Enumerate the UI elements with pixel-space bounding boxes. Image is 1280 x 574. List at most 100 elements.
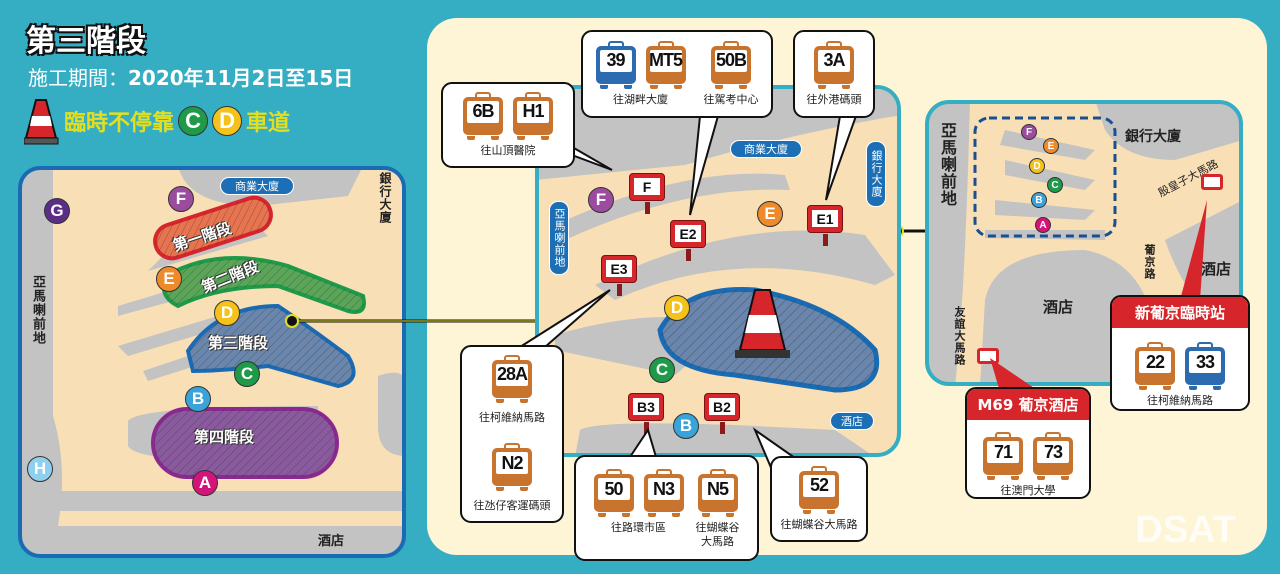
building-pill: 商業大廈 [220, 177, 294, 195]
bus-stop-e1[interactable]: E1 [807, 205, 843, 246]
lane-f: F [1021, 124, 1037, 140]
m69-stop-title: M69 葡京酒店 [967, 389, 1089, 420]
bus-icon: MT5 [645, 40, 686, 89]
lane-f: F [168, 186, 194, 212]
bus-icon: N5 [697, 469, 738, 517]
friendship-avenue-label: 友誼大馬路 [953, 306, 966, 366]
lane-e: E [757, 201, 783, 227]
left-map-roads [53, 170, 402, 526]
lane-d-badge: D [212, 106, 243, 136]
closure-notice: 臨時不停靠 C D 車道 [24, 96, 290, 146]
stop-label: B3 [633, 398, 659, 415]
lane-d: D [214, 300, 240, 326]
bus-icon: H1 [513, 91, 553, 140]
lane-c: C [234, 361, 260, 387]
traffic-cone-icon [735, 289, 790, 358]
callout-28a-n2: 28A 往柯維納馬路 N2 往氹仔客運碼頭 [460, 345, 564, 523]
stop-label: B2 [709, 398, 735, 415]
phase-3-label: 第三階段 [208, 334, 269, 352]
lane-d: D [1029, 158, 1045, 174]
callout-3a: 3A 往外港碼頭 [793, 30, 875, 118]
bus-icon: 28A [492, 354, 532, 403]
destination: 往柯維納馬路 [1147, 394, 1213, 407]
bus-icon: 3A [814, 40, 854, 89]
destination: 往外港碼頭 [806, 92, 862, 106]
bus-stop-marker[interactable] [977, 348, 999, 364]
period-label: 施工期間： [28, 66, 128, 90]
hotel-pill: 酒店 [830, 412, 874, 430]
right-map-roads [955, 104, 1239, 382]
right-location-map: 亞馬喇前地 銀行大廈 殷皇子大馬路 葡京路 酒店 酒店 友誼大馬路 F E D … [925, 100, 1243, 386]
bus-icon: N3 [643, 469, 684, 517]
bus-icon: 50B [711, 40, 751, 89]
lane-b: B [1031, 192, 1047, 208]
lane-e: E [156, 266, 182, 292]
bus-icon: 33 [1185, 342, 1225, 390]
bank-label: 銀行大廈 [1125, 129, 1181, 145]
lane-g: G [44, 198, 70, 224]
period-value: 2020年11月2日至15日 [128, 66, 354, 90]
stop-label: E2 [675, 225, 701, 242]
square-label: 亞馬喇前地 [938, 122, 957, 207]
lane-a: A [192, 470, 218, 496]
destination: 往澳門大學 [1000, 484, 1056, 497]
lane-e: E [1043, 138, 1059, 154]
traffic-cone-icon [24, 99, 59, 145]
bus-stop-e2[interactable]: E2 [670, 220, 706, 261]
destination: 往氹仔客運碼頭 [473, 499, 551, 512]
road-label-left: 亞馬喇前地 [30, 275, 45, 345]
street-label: 葡京路 [1143, 244, 1156, 280]
temp-stop-title: 新葡京臨時站 [1112, 297, 1248, 328]
left-overview-map: 第一階段 第二階段 第三階段 第四階段 亞馬喇前地 銀行大廈 酒店 商業大廈 A… [18, 166, 406, 558]
notice-suffix: 車道 [246, 111, 291, 136]
hotel-label-right: 酒店 [1201, 260, 1232, 278]
bus-stop-f[interactable]: F [629, 173, 665, 214]
lane-c-badge: C [178, 106, 209, 136]
lane-d: D [664, 295, 690, 321]
bus-icon: 6B [463, 91, 503, 140]
destination: 往蝴蝶谷大馬路 [780, 517, 858, 531]
building-label: 銀行大廈 [378, 172, 392, 224]
lane-a: A [1035, 217, 1051, 233]
bank-pill: 銀行大廈 [866, 141, 886, 207]
bus-stop-marker[interactable] [1201, 174, 1223, 190]
lane-h: H [27, 456, 53, 482]
lane-b: B [185, 386, 211, 412]
building-pill-top: 商業大廈 [730, 140, 802, 158]
destination: 往路環市區 [611, 521, 666, 534]
bus-stop-b2[interactable]: B2 [704, 393, 740, 434]
hotel-label: 酒店 [318, 534, 345, 549]
bus-icon: 52 [799, 465, 839, 514]
lane-b: B [673, 413, 699, 439]
notice-text: 臨時不停靠 [64, 111, 175, 136]
stop-label: E3 [606, 260, 632, 277]
bus-stop-b3[interactable]: B3 [628, 393, 664, 434]
construction-period: 施工期間：2020年11月2日至15日 [28, 62, 353, 91]
callout-52: 52 往蝴蝶谷大馬路 [770, 456, 868, 542]
lane-c: C [1047, 177, 1063, 193]
phase-4-label: 第四階段 [194, 428, 255, 446]
hotel-label-center: 酒店 [1043, 298, 1074, 316]
bus-icon: 73 [1033, 432, 1073, 480]
bus-stop-e3[interactable]: E3 [601, 255, 637, 296]
page-title: 第三階段 [25, 23, 147, 60]
bus-icon: 39 [595, 40, 636, 89]
destination: 往湖畔大廈 [613, 92, 668, 106]
bus-icon: 22 [1135, 342, 1175, 390]
destination: 往蝴蝶谷大馬路 [695, 521, 740, 549]
bus-icon: 50 [593, 469, 634, 517]
destination: 往山頂醫院 [480, 143, 536, 157]
destination: 往駕考中心 [703, 92, 759, 106]
bus-icon: 71 [983, 432, 1023, 480]
destination: 往柯維納馬路 [479, 410, 545, 424]
dsat-watermark: DSAT [1135, 509, 1236, 551]
stop-label: F [634, 178, 660, 195]
lane-f: F [588, 187, 614, 213]
bus-icon: N2 [492, 443, 532, 491]
stop-label: E1 [812, 210, 838, 227]
